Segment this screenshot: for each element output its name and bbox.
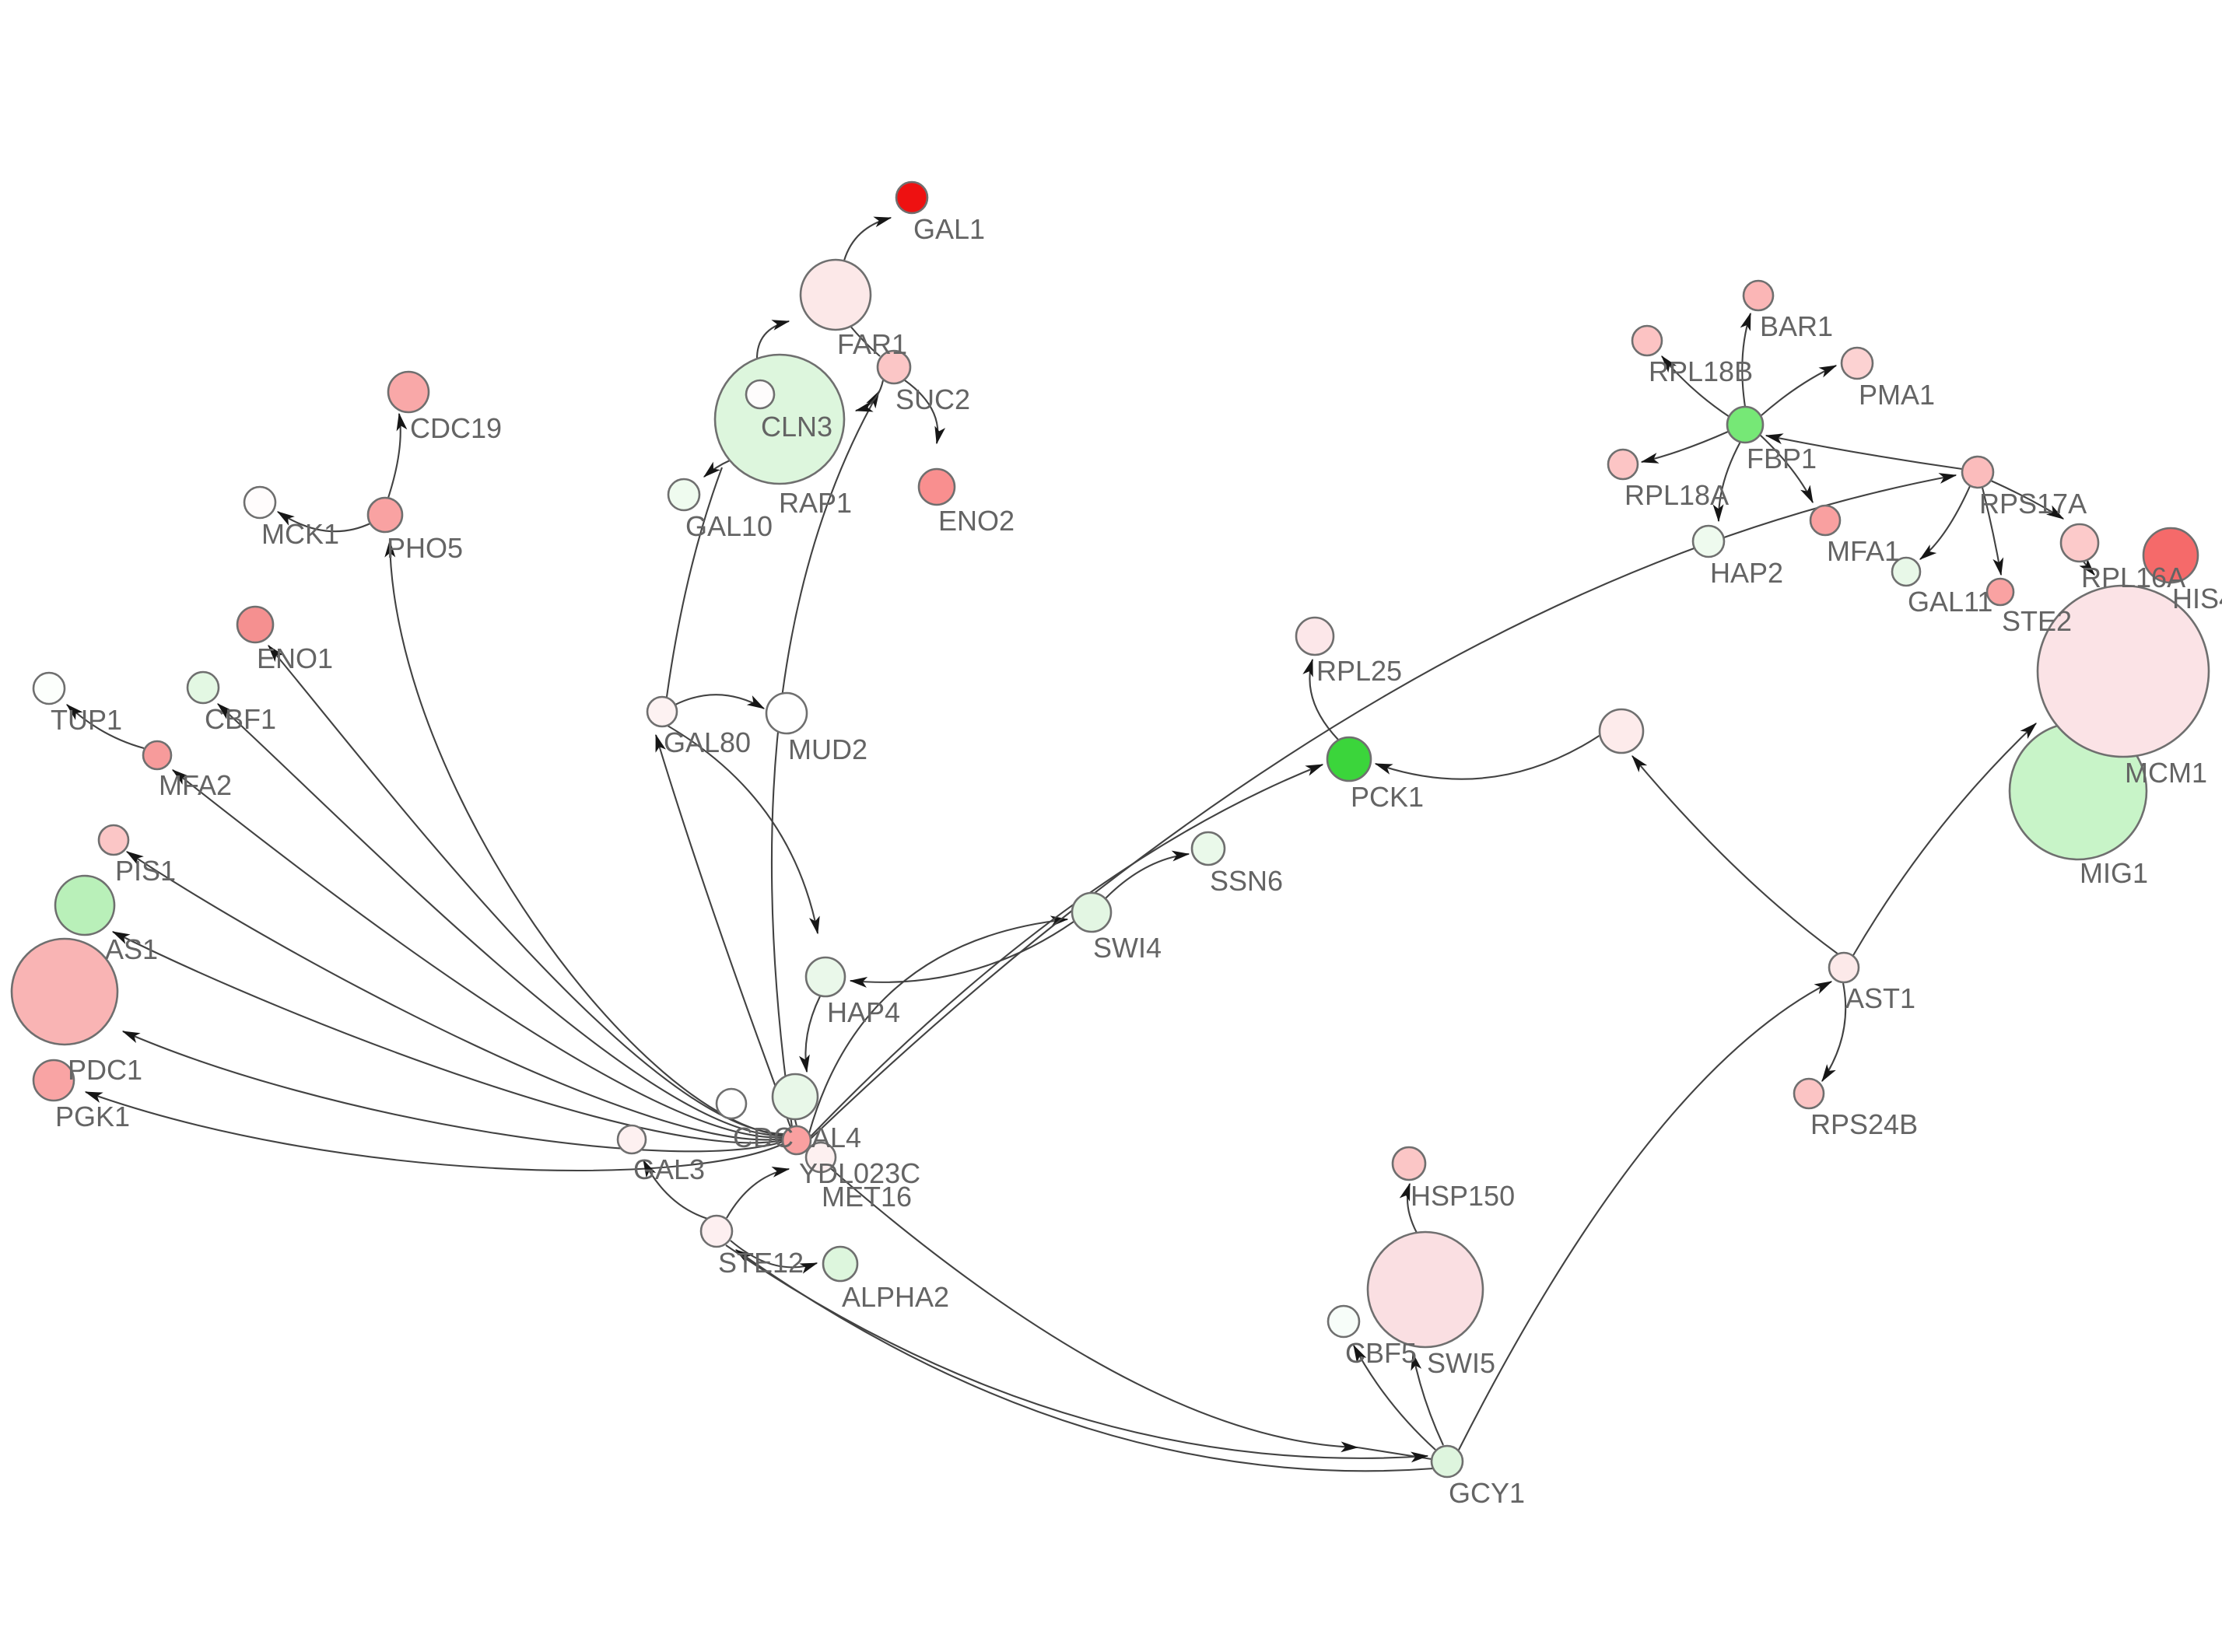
svg-text:MFA2: MFA2 (159, 769, 232, 801)
svg-text:CDC19: CDC19 (410, 412, 502, 444)
svg-text:RPL18B: RPL18B (1649, 355, 1753, 387)
svg-text:PIS1: PIS1 (115, 855, 176, 887)
svg-text:MCK1: MCK1 (261, 518, 339, 550)
svg-text:AL4: AL4 (811, 1122, 861, 1153)
svg-text:RPS24B: RPS24B (1810, 1108, 1918, 1140)
svg-text:PMA1: PMA1 (1859, 379, 1935, 411)
svg-text:SWI4: SWI4 (1093, 932, 1162, 964)
svg-text:CDC: CDC (733, 1122, 794, 1153)
svg-text:MET16: MET16 (822, 1181, 912, 1213)
svg-text:SSN6: SSN6 (1210, 865, 1283, 897)
svg-text:CBF1: CBF1 (205, 703, 276, 735)
svg-text:CBF5: CBF5 (1345, 1337, 1417, 1369)
svg-text:PDC1: PDC1 (68, 1054, 142, 1086)
svg-text:SWI5: SWI5 (1427, 1347, 1495, 1379)
svg-text:TUP1: TUP1 (51, 704, 122, 736)
svg-text:GAL80: GAL80 (664, 726, 751, 758)
svg-text:CLN3: CLN3 (761, 411, 832, 443)
svg-text:HIS4: HIS4 (2172, 583, 2222, 614)
svg-text:MUD2: MUD2 (788, 733, 867, 765)
svg-text:ALPHA2: ALPHA2 (842, 1281, 949, 1313)
svg-text:MCM1: MCM1 (2125, 757, 2207, 789)
svg-text:FBP1: FBP1 (1747, 443, 1817, 474)
svg-text:RPS17A: RPS17A (1979, 488, 2087, 520)
svg-text:AS1: AS1 (105, 933, 158, 965)
svg-text:RAP1: RAP1 (779, 487, 852, 519)
svg-text:AST1: AST1 (1845, 982, 1915, 1014)
svg-text:STE12: STE12 (718, 1247, 804, 1279)
svg-text:YDL023C: YDL023C (799, 1157, 920, 1189)
svg-text:STE2: STE2 (2002, 605, 2072, 637)
svg-text:ENO1: ENO1 (257, 642, 333, 674)
svg-text:GAL10: GAL10 (685, 510, 773, 542)
svg-text:RPL16A: RPL16A (2081, 562, 2185, 593)
svg-text:GAL3: GAL3 (633, 1153, 705, 1185)
svg-text:ENO2: ENO2 (938, 505, 1015, 537)
svg-text:HSP150: HSP150 (1411, 1180, 1515, 1212)
svg-text:MFA1: MFA1 (1827, 535, 1900, 567)
svg-text:PHO5: PHO5 (387, 532, 463, 564)
svg-text:HAP2: HAP2 (1710, 557, 1783, 589)
svg-text:PCK1: PCK1 (1351, 781, 1424, 813)
svg-text:FAR1: FAR1 (837, 328, 907, 360)
svg-text:RPL18A: RPL18A (1624, 479, 1729, 511)
svg-text:BAR1: BAR1 (1760, 310, 1833, 342)
svg-text:RPL25: RPL25 (1316, 655, 1402, 687)
svg-text:GAL11: GAL11 (1908, 586, 1992, 618)
svg-text:PGK1: PGK1 (55, 1101, 130, 1132)
svg-text:MIG1: MIG1 (2080, 857, 2148, 889)
svg-text:GCY1: GCY1 (1449, 1477, 1525, 1509)
svg-text:SUC2: SUC2 (895, 383, 970, 415)
svg-text:HAP4: HAP4 (827, 996, 900, 1028)
svg-text:GAL1: GAL1 (913, 213, 985, 245)
